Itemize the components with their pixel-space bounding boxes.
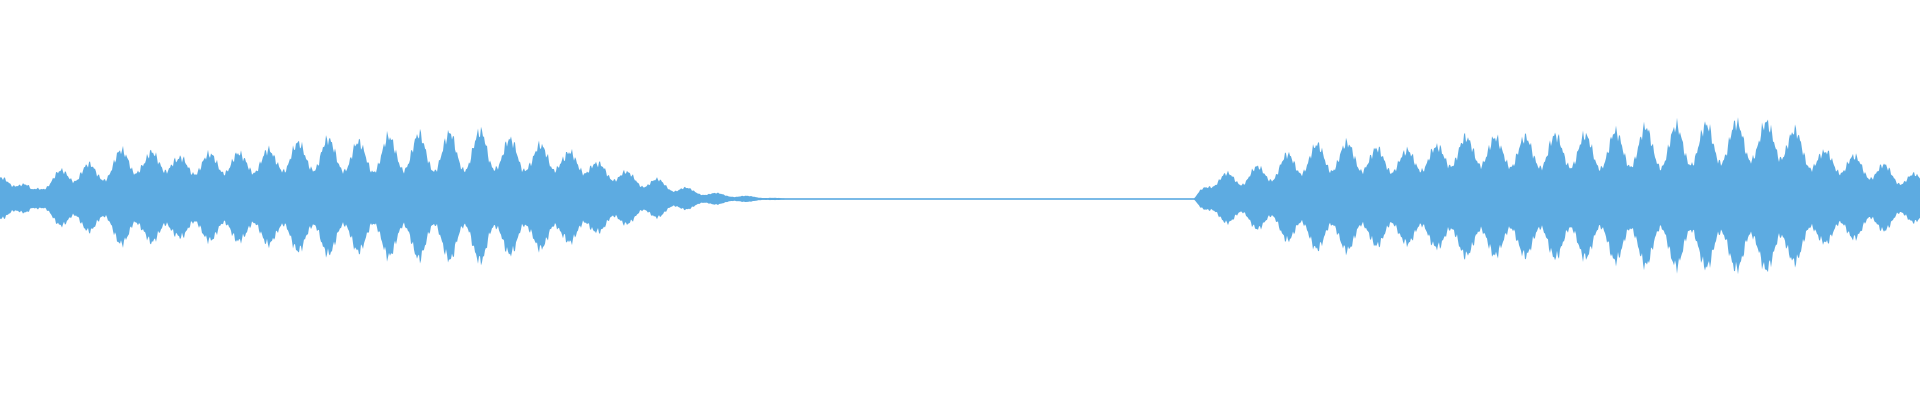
waveform-shape xyxy=(0,117,1920,275)
